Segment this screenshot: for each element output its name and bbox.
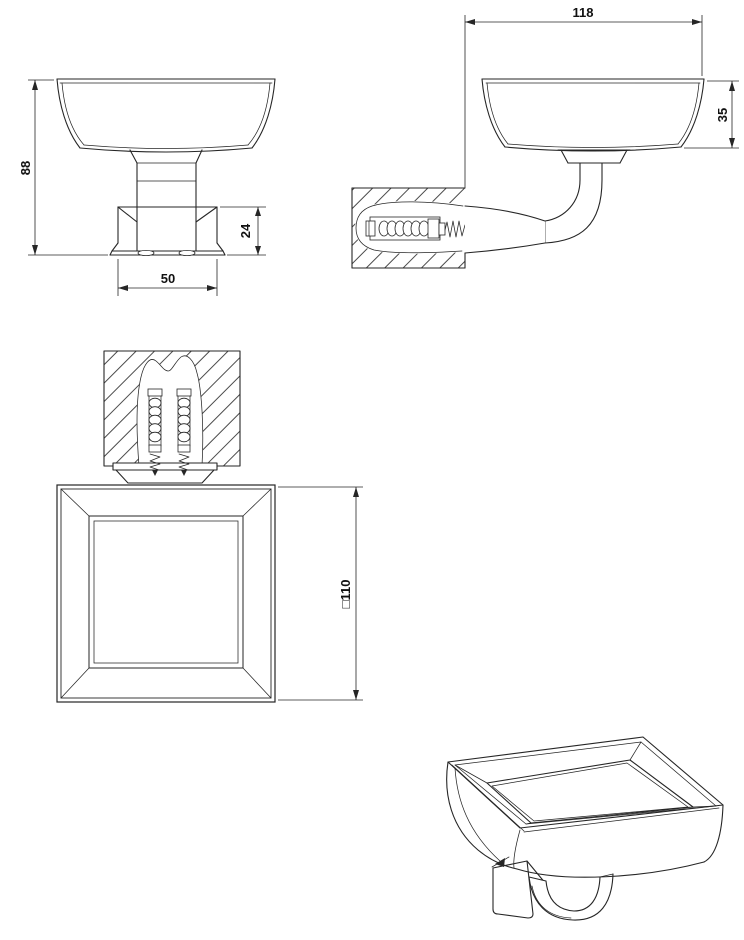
- side-view: 118 35: [351, 5, 739, 269]
- side-arm: [544, 149, 631, 244]
- mounting-hole-right: [178, 249, 196, 256]
- side-bowl: [481, 78, 705, 152]
- side-anchor-screw: [365, 216, 466, 241]
- front-stem: [129, 149, 203, 252]
- top-view: □110: [56, 350, 363, 703]
- dimension-bracket-height: 24: [220, 206, 266, 256]
- dimension-label-bracket-height: 24: [238, 223, 253, 238]
- side-wall-horn: [464, 205, 546, 254]
- dimension-overall-height: 88: [18, 79, 108, 256]
- dimension-dish-square: □110: [278, 486, 363, 701]
- perspective-view: [446, 736, 724, 921]
- dimension-dish-height: 35: [684, 80, 739, 149]
- perspective-bracket: [491, 856, 614, 921]
- side-wall-section: [351, 187, 466, 269]
- front-wall-bracket: [109, 206, 226, 256]
- top-dish: [56, 484, 276, 703]
- dimension-label-dish-height: 35: [715, 108, 730, 122]
- top-anchor-left: [147, 388, 163, 476]
- dimension-label-overall-height: 88: [18, 161, 33, 175]
- dimension-label-bracket-width: 50: [161, 271, 175, 286]
- front-bowl: [56, 78, 276, 153]
- mounting-hole-left: [137, 249, 155, 256]
- perspective-dish: [446, 736, 724, 878]
- top-anchor-right: [176, 388, 192, 476]
- dimension-bracket-width: 50: [117, 259, 218, 296]
- dimension-overall-depth: 118: [464, 5, 703, 188]
- top-flange: [112, 462, 218, 484]
- top-wall-section: [103, 350, 241, 467]
- dimension-label-overall-depth: 118: [573, 5, 594, 20]
- front-view: 88 24 50: [18, 78, 276, 296]
- dimension-label-dish-square: □110: [338, 580, 353, 609]
